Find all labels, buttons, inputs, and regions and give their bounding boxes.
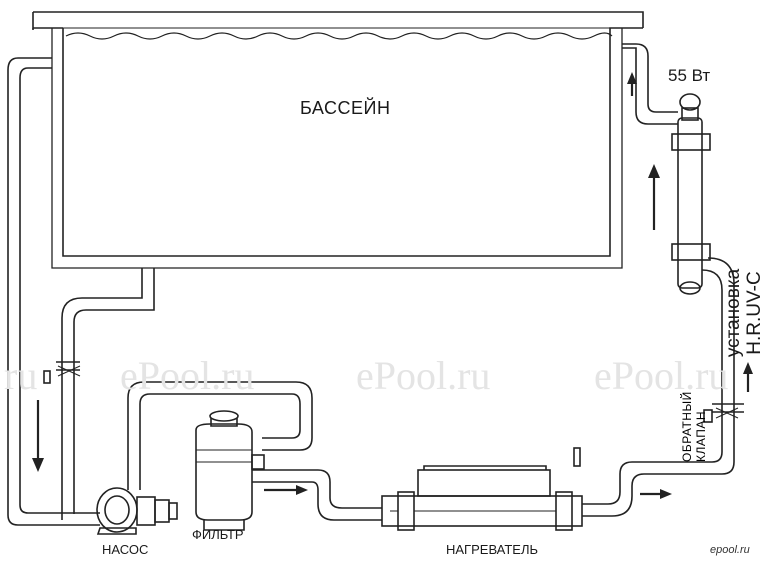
pool-label: БАССЕЙН	[300, 98, 391, 118]
device-label: установка H.R.UV-C	[723, 248, 769, 378]
pump-outlet-pipe	[127, 381, 313, 490]
pump	[96, 487, 178, 535]
check-valve-label: ОБРАТНЫЙ КЛАПАН	[680, 391, 708, 462]
uv-unit	[671, 93, 711, 295]
suction-pipe	[43, 268, 155, 520]
heater-label: НАГРЕВАТЕЛЬ	[446, 542, 539, 557]
filter	[195, 410, 265, 531]
pool-basin	[32, 11, 644, 269]
return-pipe-left	[7, 57, 100, 526]
arrow-down-icon	[32, 400, 44, 472]
arrow-up-icon	[648, 164, 660, 230]
device-label-line2: H.R.UV-C	[744, 271, 765, 355]
device-label-line1: установка	[723, 268, 744, 358]
watermark: ePool.ru	[594, 353, 729, 398]
watermark: ru	[4, 353, 38, 398]
uv-to-pool-pipe	[622, 43, 678, 125]
heater	[381, 447, 583, 531]
watermark: ePool.ru	[120, 353, 255, 398]
site-logo: epool.ru	[710, 544, 750, 556]
arrow-right-icon	[264, 485, 308, 495]
arrow-right-icon	[640, 489, 672, 499]
arrow-up-icon	[627, 72, 637, 96]
watermark: ePool.ru	[356, 353, 491, 398]
filter-label: ФИЛЬТР	[192, 527, 244, 542]
heater-to-uv-pipe	[582, 257, 744, 517]
arrow-up-icon	[743, 362, 753, 392]
filter-to-heater-pipe	[252, 469, 382, 521]
pump-label: НАСОС	[102, 542, 149, 557]
power-label: 55 Вт	[668, 66, 711, 85]
